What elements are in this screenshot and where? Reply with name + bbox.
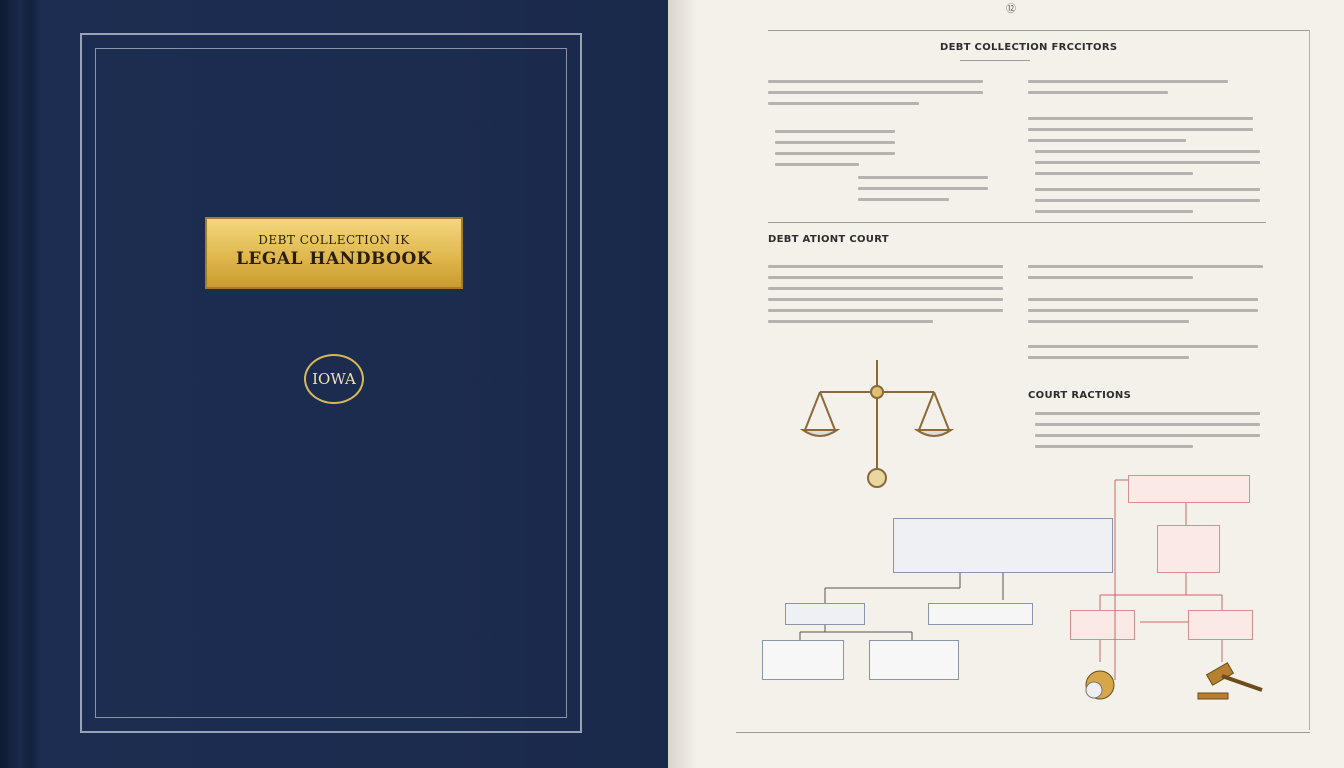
text-line: [858, 198, 949, 201]
flow-box-left: [785, 603, 865, 625]
red-flow-box-right: [1188, 610, 1253, 640]
text-line: [1035, 199, 1260, 202]
text-line: [768, 80, 983, 83]
cover-outer-border: [80, 33, 582, 733]
cover-title-line1: DEBT COLLECTION IK: [258, 233, 410, 247]
section-heading-court: DEBT ATIONT COURT: [768, 234, 889, 245]
text-line: [775, 130, 895, 133]
text-line: [768, 91, 983, 94]
flow-connectors: [799, 573, 1004, 640]
text-line: [1028, 345, 1258, 348]
text-line: [1035, 445, 1193, 448]
flow-box-bottom-right: [869, 640, 959, 680]
section-divider: [768, 222, 1266, 223]
top-rule: [768, 30, 1310, 31]
red-flow-box-top: [1128, 475, 1250, 503]
right-rule: [1309, 30, 1310, 730]
text-line: [1028, 320, 1189, 323]
red-flow-connectors: [1099, 479, 1223, 680]
text-line: [1028, 298, 1258, 301]
flow-box-right: [928, 603, 1033, 625]
flow-box-main: [893, 518, 1113, 573]
text-line: [1028, 80, 1228, 83]
text-line: [858, 176, 988, 179]
flow-box-bottom-left: [762, 640, 844, 680]
text-line: [1028, 139, 1186, 142]
page-number: ⑫: [1006, 4, 1016, 15]
scales-of-justice-icon: [799, 360, 955, 488]
text-line: [775, 152, 895, 155]
red-flow-box-middle: [1157, 525, 1220, 573]
text-line: [768, 320, 933, 323]
book-cover: DEBT COLLECTION IK LEGAL HANDBOOK IOWA: [0, 0, 668, 768]
text-line: [1028, 91, 1168, 94]
text-line: [1035, 423, 1260, 426]
text-line: [1028, 356, 1189, 359]
gavel-icon: [1197, 662, 1263, 700]
text-line: [775, 141, 895, 144]
text-line: [768, 102, 919, 105]
red-flow-box-left: [1070, 610, 1135, 640]
handshake-icon: [1085, 670, 1115, 700]
text-line: [1035, 412, 1260, 415]
title-plate: DEBT COLLECTION IK LEGAL HANDBOOK: [205, 217, 463, 289]
text-line: [1028, 117, 1253, 120]
iowa-seal: IOWA: [304, 354, 364, 404]
text-line: [1035, 161, 1260, 164]
text-line: [1035, 188, 1260, 191]
text-line: [775, 163, 859, 166]
text-line: [768, 265, 1003, 268]
page-gutter: [668, 0, 698, 768]
text-line: [768, 276, 1003, 279]
text-line: [858, 187, 988, 190]
cover-inner-border: [95, 48, 567, 718]
text-line: [1035, 210, 1193, 213]
text-line: [1028, 265, 1263, 268]
cover-title-line2: LEGAL HANDBOOK: [235, 249, 433, 269]
bottom-rule: [736, 732, 1310, 733]
section-heading-collection: DEBT COLLECTION FRCCITORS: [940, 42, 1118, 53]
text-line: [1035, 172, 1193, 175]
text-line: [1035, 434, 1260, 437]
text-line: [768, 287, 1003, 290]
heading-underline: [960, 60, 1030, 61]
text-line: [1035, 150, 1260, 153]
section-heading-actions: COURT RACTIONS: [1028, 390, 1132, 401]
text-line: [1028, 309, 1258, 312]
text-line: [1028, 276, 1193, 279]
text-line: [1028, 128, 1253, 131]
text-line: [768, 309, 1003, 312]
text-line: [768, 298, 1003, 301]
